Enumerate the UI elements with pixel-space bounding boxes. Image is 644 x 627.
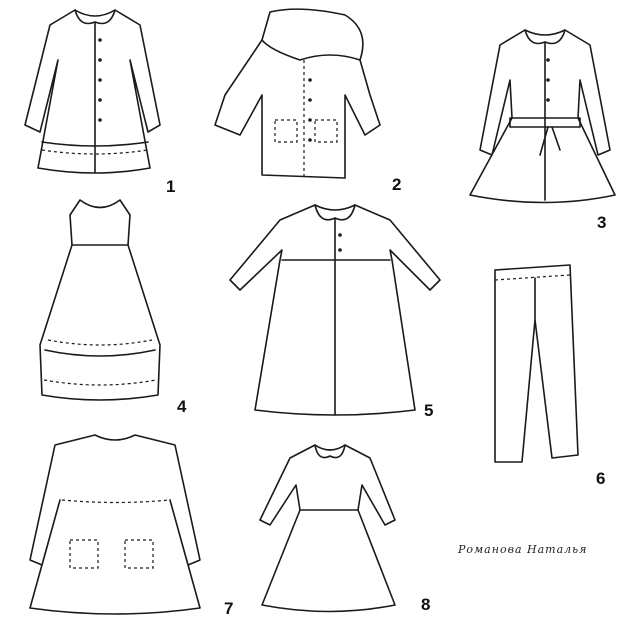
garment-3-belted-coat: [469, 29, 616, 204]
label-8: 8: [421, 595, 430, 614]
artist-signature: Романова Наталья: [457, 543, 587, 556]
label-3: 3: [597, 213, 606, 232]
label-1: 1: [166, 177, 175, 196]
label-4: 4: [177, 397, 187, 416]
label-7: 7: [224, 599, 233, 618]
label-6: 6: [596, 469, 605, 488]
label-2: 2: [392, 175, 401, 194]
garment-8-collared-dress: [259, 444, 396, 613]
garment-7-pocket-dress: [29, 434, 201, 615]
garment-5-collared-dress: [229, 204, 441, 416]
garment-6-trousers: [494, 264, 579, 463]
label-5: 5: [424, 401, 433, 420]
garment-1-long-coat-dress: [24, 9, 161, 174]
garment-2-hooded-coat: [214, 8, 381, 179]
garment-4-sleeveless-dress: [39, 199, 161, 401]
